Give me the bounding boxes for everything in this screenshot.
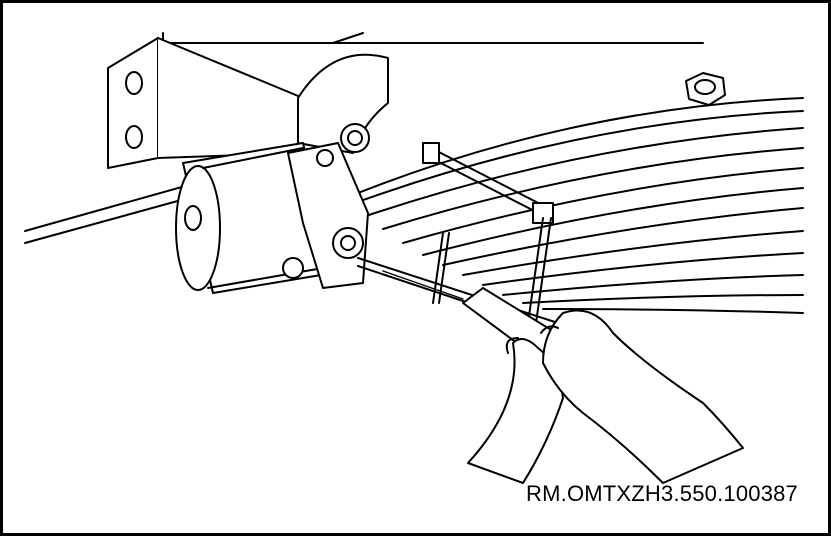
bracket-hole (125, 71, 143, 95)
leaf-spring-installation-illustration (24, 32, 804, 484)
bolt-head (340, 235, 356, 251)
bolt-head (316, 149, 334, 167)
bolt-head (347, 130, 363, 146)
spring-press-cylinder (175, 142, 334, 294)
reference-code-label: RM.OMTXZH3.550.100387 (526, 481, 798, 506)
clamp-yoke (287, 142, 369, 289)
bracket-hole (125, 125, 143, 149)
hex-nut (685, 72, 726, 106)
leaf-spring-pack (332, 97, 804, 314)
technician-hands (467, 309, 744, 484)
bolt-head (282, 257, 304, 279)
spring-eye-boss (297, 53, 389, 154)
tie-rod-assembly (422, 142, 554, 324)
